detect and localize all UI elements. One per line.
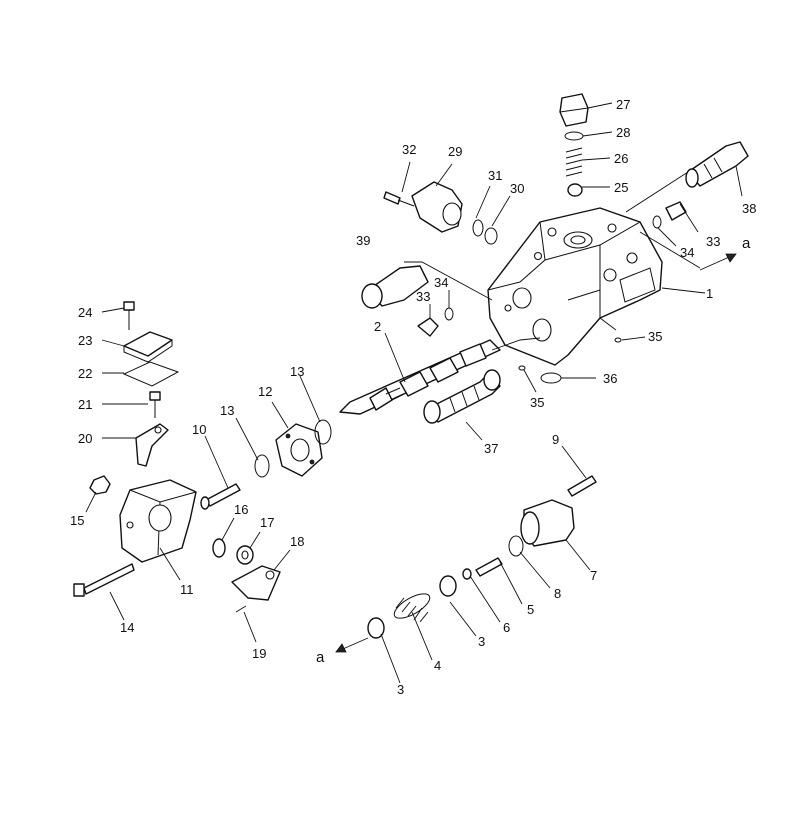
part-label-26: 26 [614, 151, 628, 166]
o-ring [508, 535, 524, 557]
gasket [122, 361, 180, 387]
part-label-23: 22 [78, 366, 92, 381]
part-label-20: 20 [78, 431, 92, 446]
part-label-24: 24 [78, 305, 92, 320]
o-ring [518, 365, 526, 371]
part-label-14: 14 [120, 620, 134, 635]
relief-valve [361, 265, 429, 309]
part-label-32: 32 [402, 142, 416, 157]
part-label-36: 36 [603, 371, 617, 386]
part-label-19: 19 [252, 646, 266, 661]
o-ring [614, 337, 622, 343]
o-ring [444, 307, 454, 321]
pin [200, 483, 241, 510]
arm [135, 423, 169, 467]
spring-seat [367, 617, 385, 639]
plug [417, 317, 439, 337]
part-label-5: 5 [527, 602, 534, 617]
reference-letter: a [742, 235, 751, 252]
part-label-12: 12 [258, 384, 272, 399]
part-label-18: 18 [290, 534, 304, 549]
part-label-27: 27 [616, 97, 630, 112]
plug [665, 201, 687, 221]
part-label-16: 16 [234, 502, 248, 517]
bolt [149, 391, 161, 418]
bolt [123, 301, 135, 330]
bolt [383, 191, 415, 207]
part-label-38: 38 [742, 201, 756, 216]
poppet [567, 183, 583, 197]
o-ring [314, 419, 332, 445]
o-ring [564, 131, 584, 141]
seal-bore [241, 550, 249, 560]
reference-arrow-bottom [335, 637, 369, 653]
spring [565, 147, 583, 177]
cover [123, 331, 173, 363]
nut [89, 475, 111, 495]
part-label-17: 17 [260, 515, 274, 530]
part-label-15: 15 [70, 513, 84, 528]
o-ring [652, 215, 662, 229]
part-label-11: 11 [180, 582, 194, 597]
part-labels: 1 2 3 3 4 5 6 7 8 9 10 11 12 13 13 14 15… [70, 97, 756, 697]
part-label-10: 10 [192, 422, 206, 437]
washer [462, 568, 472, 580]
valve-body [487, 207, 663, 366]
relief-valve [685, 141, 749, 188]
spool-assembly [423, 369, 501, 424]
spring-case [520, 499, 575, 547]
bushing [212, 538, 226, 558]
lever-case [119, 479, 197, 563]
part-label-1: 1 [706, 286, 713, 301]
part-label-35: 35 [648, 329, 662, 344]
long-bolt [73, 563, 135, 597]
part-label-4: 4 [434, 658, 441, 673]
part-label-13: 13 [290, 364, 304, 379]
part-label-9: 9 [552, 432, 559, 447]
o-ring [484, 227, 498, 245]
part-label-13: 13 [220, 403, 234, 418]
o-ring [254, 454, 270, 478]
plug [559, 93, 589, 127]
o-ring [472, 219, 484, 237]
part-label-22: 23 [78, 333, 92, 348]
part-label-31: 31 [488, 168, 502, 183]
part-label-29: 29 [448, 144, 462, 159]
part-label-37: 37 [484, 441, 498, 456]
bolt [475, 557, 503, 577]
part-label-34: 34 [434, 275, 448, 290]
flange [275, 423, 323, 477]
part-label-33: 33 [706, 234, 720, 249]
part-label-28: 28 [616, 125, 630, 140]
bolt [567, 475, 597, 497]
part-label-3: 3 [478, 634, 485, 649]
part-label-34: 34 [680, 245, 694, 260]
part-label-7: 7 [590, 568, 597, 583]
part-label-6: 6 [503, 620, 510, 635]
o-ring [540, 372, 562, 384]
part-label-35: 35 [530, 395, 544, 410]
spring [393, 593, 431, 623]
spring-seat [439, 575, 457, 597]
part-label-25: 25 [614, 180, 628, 195]
leader-lines [85, 102, 743, 684]
reference-letter: a [316, 649, 325, 666]
part-label-3: 3 [397, 682, 404, 697]
part-label-2: 2 [374, 319, 381, 334]
part-label-8: 8 [554, 586, 561, 601]
part-label-39: 39 [356, 233, 370, 248]
spring-pin [235, 605, 247, 613]
port-cover [411, 181, 463, 233]
part-label-21: 21 [78, 397, 92, 412]
reference-arrow-top [699, 253, 737, 271]
spool [339, 339, 501, 415]
lever [231, 565, 281, 601]
part-label-30: 30 [510, 181, 524, 196]
part-label-33: 33 [416, 289, 430, 304]
